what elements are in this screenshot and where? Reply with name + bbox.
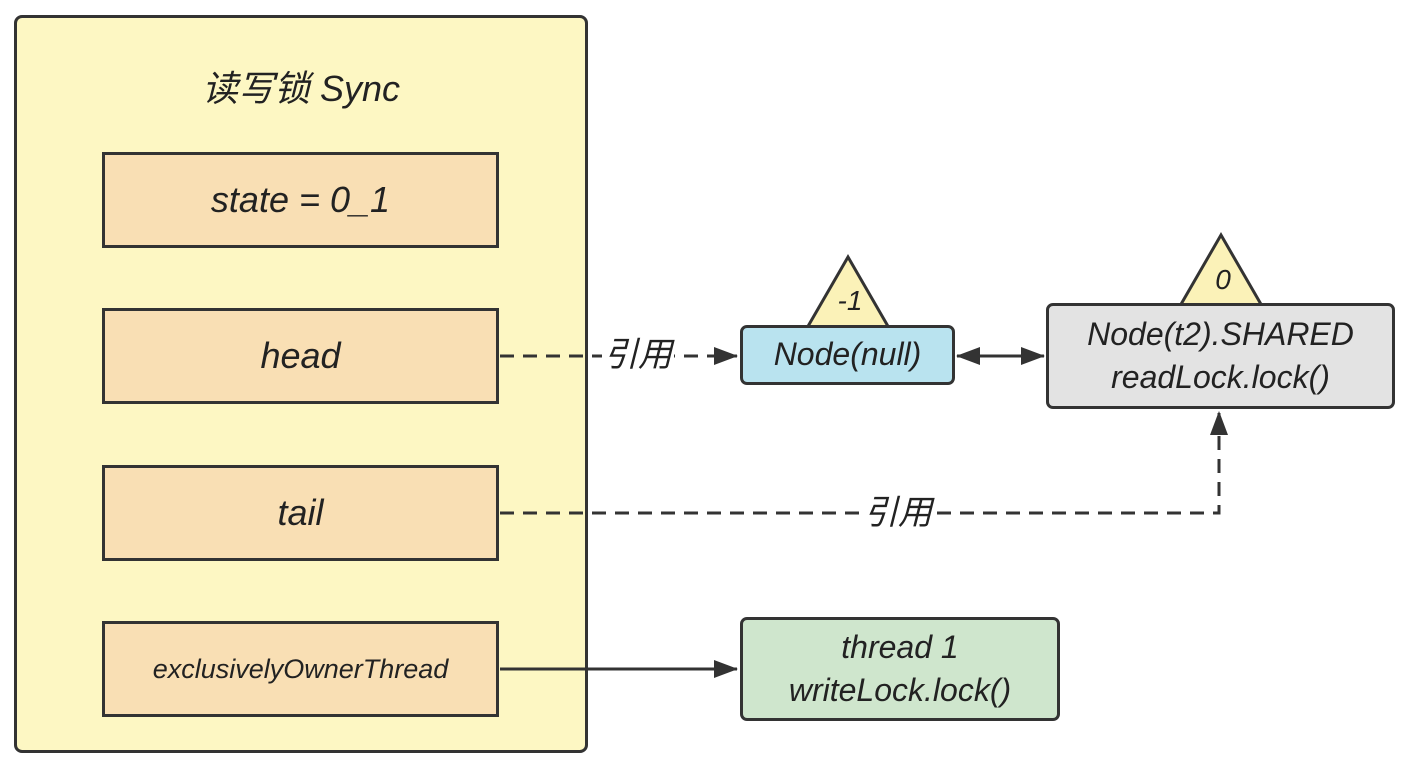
node-t2-line1: Node(t2).SHARED [1087,315,1354,352]
thread1-node: thread 1 writeLock.lock() [740,617,1060,721]
state-field: state = 0_1 [102,152,499,248]
tail-ref-label: 引用 [862,494,934,532]
owner-thread-field: exclusivelyOwnerThread [102,621,499,717]
thread1-line2: writeLock.lock() [788,672,1012,708]
node-t2-shared: Node(t2).SHARED readLock.lock() [1046,303,1395,409]
thread1-line1: thread 1 [841,628,959,665]
tail-ref-arrow [500,411,1228,515]
wait-status-null-label: -1 [837,285,863,316]
wait-status-t2-label: 0 [1215,264,1231,295]
tail-field: tail [102,465,499,561]
node-null-label: Node(null) [773,336,922,373]
sync-title: 读写锁 Sync [201,68,401,109]
node-null: Node(null) [740,325,955,385]
node-t2-line2: readLock.lock() [1111,359,1330,395]
head-ref-label: 引用 [602,336,674,374]
head-field: head [102,308,499,404]
